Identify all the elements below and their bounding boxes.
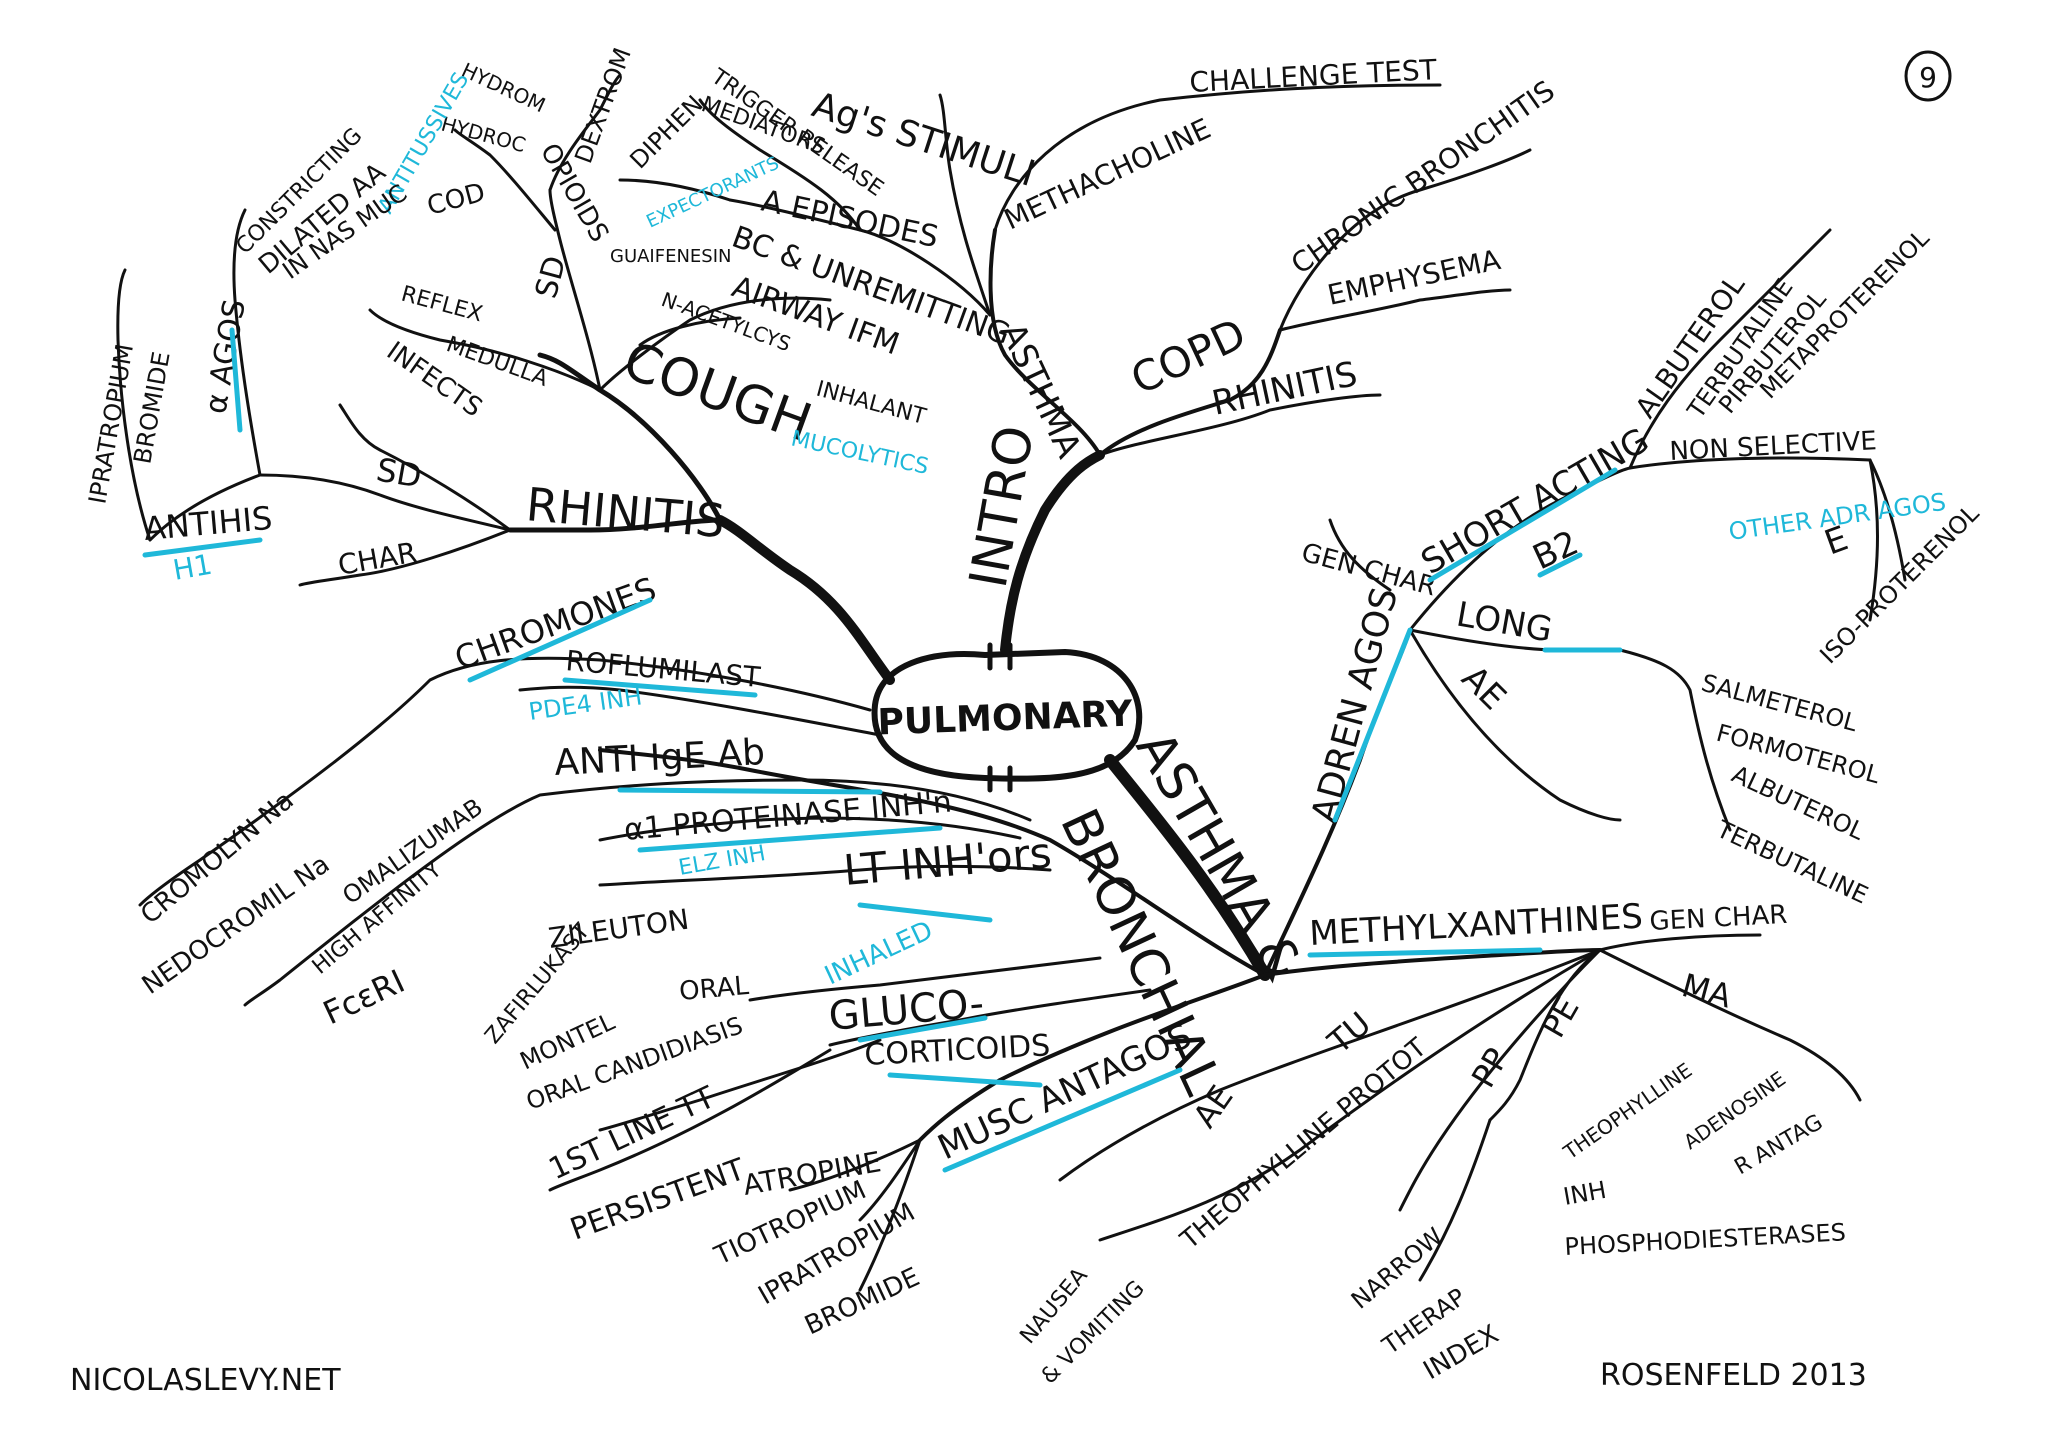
adren-non-selective: NON SELECTIVE: [1669, 426, 1878, 467]
center-label: PULMONARY: [877, 694, 1134, 744]
methyl-r-antag: R ANTAG: [1731, 1110, 1828, 1180]
footer-left: NICOLASLEVY.NET: [70, 1363, 341, 1398]
methyl-phosphodiesterases: PHOSPHODIESTERASES: [1564, 1218, 1847, 1261]
rhinitis-alpha-agos: α AGOS: [198, 297, 252, 417]
methyl-theophylline: THEOPHYLLINE: [1558, 1058, 1696, 1165]
cough-label: COUGH: [616, 331, 819, 454]
footer: NICOLASLEVY.NET ROSENFELD 2013: [70, 1358, 1867, 1398]
lt-inh: LT INH'ors: [842, 828, 1054, 895]
intro-challenge-test: CHALLENGE TEST: [1189, 53, 1439, 99]
footer-right: ROSENFELD 2013: [1600, 1358, 1867, 1393]
methyl-inh: INH: [1561, 1176, 1608, 1211]
branch-adren-agos: ADREN AGOS GEN CHAR SHORT ACTING B2 LONG…: [1263, 223, 1985, 977]
methyl-tu: TU: [1320, 1004, 1378, 1061]
methylxanthines-label: METHYLXANTHINES: [1308, 897, 1643, 954]
branch-asthma-bronchial: ASTHMA & BRONCHIAL CHROMONES CROMOLYN Na…: [135, 570, 1314, 1342]
cough-expectorants: EXPECTORANTS: [643, 153, 782, 233]
adren-agos-label: ADREN AGOS: [1304, 583, 1406, 827]
rhinitis-sd: SD: [374, 450, 425, 495]
intro-rhinitis: RHINITIS: [1209, 354, 1361, 424]
methyl-gen-char: GEN CHAR: [1649, 900, 1788, 937]
rhinitis-label: RHINITIS: [524, 477, 727, 548]
methyl-ma: MA: [1678, 966, 1736, 1016]
cough-mucolytics: MUCOLYTICS: [789, 426, 931, 480]
cough-cod: COD: [424, 178, 488, 222]
rhinitis-ipratropium: IPRATROPIUM: [83, 342, 139, 506]
rhinitis-h1: H1: [170, 548, 214, 587]
cough-diphen: DIPHEN: [624, 90, 708, 174]
intro-chronic-bronchitis: CHRONIC BRONCHITIS: [1285, 74, 1561, 281]
page-number: 9: [1904, 50, 1952, 102]
trunk-lines: [715, 450, 1271, 981]
anti-ige: ANTI IgE Ab: [553, 732, 766, 784]
oral: ORAL: [678, 971, 751, 1007]
cough-reflex: REFLEX: [398, 282, 485, 328]
cough-dextrom: DEXTROM: [569, 44, 637, 167]
rhinitis-char: CHAR: [335, 536, 419, 582]
nedocromil: NEDOCROMIL Na: [137, 849, 335, 1000]
cough-hydrom: HYDROM: [458, 58, 549, 118]
intro-label: INTRO: [959, 421, 1046, 592]
cough-sd: SD: [529, 252, 574, 302]
cough-guaifenesin: GUAIFENESIN: [610, 246, 732, 267]
cough-inhalant: INHALANT: [813, 377, 928, 430]
center-node: PULMONARY: [871, 642, 1143, 793]
svg-text:9: 9: [1919, 61, 1937, 94]
methyl-pe: PE: [1534, 991, 1587, 1044]
